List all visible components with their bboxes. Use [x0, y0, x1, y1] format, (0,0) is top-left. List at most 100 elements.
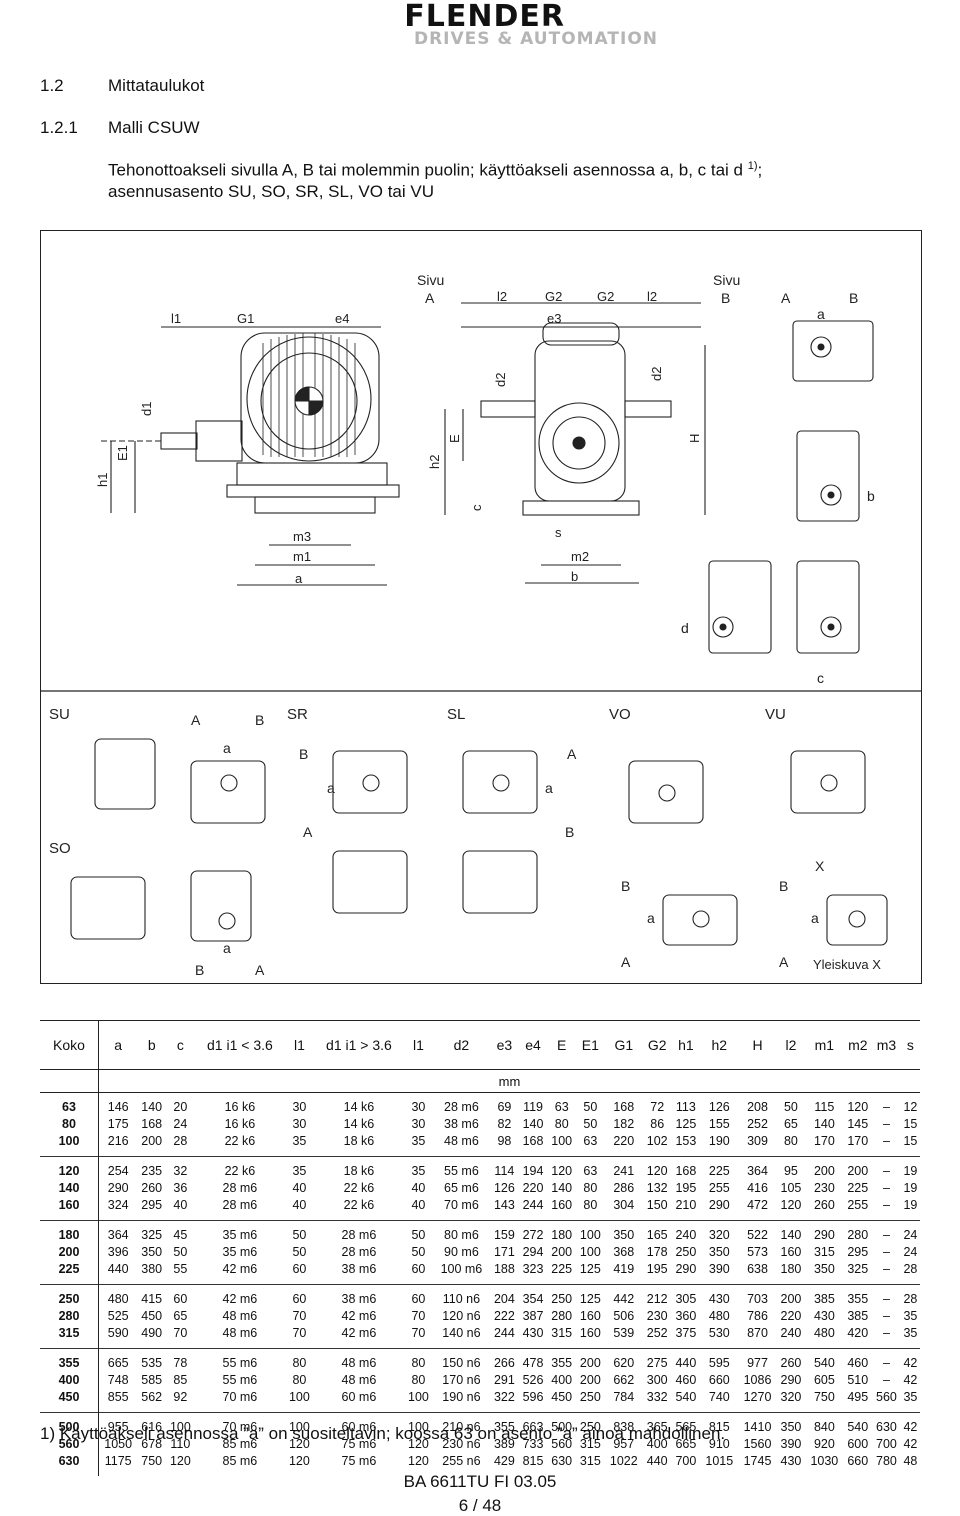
table-cell: 95 — [776, 1156, 806, 1180]
table-cell: 910 — [708, 1437, 730, 1451]
table-cell: 42 — [900, 1348, 920, 1372]
table-cell: 419 — [613, 1262, 635, 1276]
table-cell: 200 — [776, 1284, 806, 1308]
col-d1-high: d1 i1 > 3.6 — [313, 1020, 405, 1070]
svg-text:A: A — [425, 290, 435, 306]
table-cell: 295 — [141, 1198, 163, 1212]
table-cell: 120 n6 — [442, 1309, 481, 1323]
table-cell: 120 — [408, 1454, 429, 1468]
table-cell: 178 — [646, 1245, 668, 1259]
table-cell: 590 — [107, 1326, 129, 1340]
table-cell: 160 — [579, 1326, 601, 1340]
table-cell: 100 — [576, 1220, 605, 1244]
mount-vu: VU — [765, 706, 786, 723]
table-cell: 18 k6 — [343, 1134, 375, 1148]
table-cell: 170 — [847, 1134, 869, 1148]
size-cell: 500 — [40, 1412, 99, 1436]
table-cell: 30 — [292, 1100, 307, 1114]
table-cell: 665 — [98, 1348, 138, 1372]
svg-text:b: b — [571, 569, 578, 584]
size-cell: 200 — [40, 1244, 99, 1261]
table-cell: 560 — [551, 1437, 573, 1451]
table-cell: 510 — [847, 1373, 869, 1387]
table-cell: 387 — [522, 1309, 544, 1323]
table-cell: 28 m6 — [444, 1100, 479, 1114]
table-cell: 55 m6 — [432, 1156, 491, 1180]
table-cell: 140 — [141, 1100, 163, 1114]
table-cell: 212 — [642, 1284, 672, 1308]
table-cell: 325 — [137, 1220, 167, 1244]
table-cell: 700 — [876, 1437, 897, 1451]
table-cell: 957 — [613, 1437, 635, 1451]
section-number: 1.2 — [40, 76, 64, 95]
svg-text:B: B — [849, 290, 858, 306]
intro-line2: asennusasento SU, SO, SR, SL, VO tai VU — [108, 181, 434, 201]
svg-text:e3: e3 — [547, 311, 561, 326]
table-cell: 304 — [613, 1198, 635, 1212]
table-cell: 250 — [675, 1245, 697, 1259]
table-cell: 14 k6 — [343, 1100, 375, 1114]
size-cell: 450 — [40, 1389, 99, 1413]
table-cell: 140 — [813, 1117, 835, 1131]
col-s: s — [900, 1020, 920, 1070]
table-cell: 170 — [813, 1134, 835, 1148]
table-cell: 40 — [411, 1181, 426, 1195]
table-cell: 194 — [518, 1156, 548, 1180]
svg-text:m1: m1 — [293, 549, 311, 564]
table-cell: – — [882, 1262, 890, 1276]
col-m1: m1 — [805, 1020, 844, 1070]
table-cell: 295 — [847, 1245, 869, 1259]
table-cell: 45 — [166, 1220, 195, 1244]
table-cell: 120 — [288, 1437, 310, 1451]
table-cell: 385 — [847, 1309, 869, 1323]
table-cell: 140 — [551, 1181, 573, 1195]
table-cell: 35 — [285, 1156, 314, 1180]
table-cell: 220 — [522, 1181, 544, 1195]
table-cell: 65 m6 — [444, 1181, 479, 1195]
size-cell: 100 — [40, 1133, 99, 1157]
table-cell: 35 — [903, 1326, 918, 1340]
table-cell: 525 — [107, 1309, 129, 1323]
table-cell: 396 — [107, 1245, 129, 1259]
table-cell: 30 — [292, 1117, 307, 1131]
table-cell: 165 — [642, 1220, 672, 1244]
table-cell: 63 — [554, 1100, 569, 1114]
table-cell: 786 — [747, 1309, 768, 1323]
table-cell: 450 — [551, 1390, 573, 1404]
table-cell: 241 — [604, 1156, 643, 1180]
svg-text:d1: d1 — [139, 402, 154, 416]
table-cell: 70 — [292, 1309, 307, 1323]
table-cell: 630 — [551, 1454, 573, 1468]
svg-text:E1: E1 — [115, 445, 130, 461]
table-cell: 50 — [411, 1245, 426, 1259]
mount-sl: SL — [447, 706, 465, 723]
table-cell: 105 — [780, 1181, 802, 1195]
table-cell: 244 — [493, 1326, 515, 1340]
table-cell: 80 — [583, 1181, 598, 1195]
table-cell: 480 — [813, 1326, 835, 1340]
table-cell: 50 — [404, 1220, 433, 1244]
table-cell: 140 — [522, 1117, 544, 1131]
svg-text:h2: h2 — [427, 455, 442, 469]
table-cell: 22 k6 — [343, 1181, 375, 1195]
table-cell: 660 — [708, 1373, 730, 1387]
table-cell: 540 — [805, 1348, 844, 1372]
svg-text:a: a — [295, 571, 303, 586]
col-d2: d2 — [432, 1020, 491, 1070]
table-cell: 100 — [404, 1412, 433, 1436]
table-cell: 740 — [708, 1390, 730, 1404]
table-cell: 28 m6 — [222, 1181, 258, 1195]
svg-text:A: A — [781, 290, 791, 306]
table-cell: 190 n6 — [442, 1390, 481, 1404]
svg-text:a: a — [647, 910, 655, 926]
table-cell: 60 — [292, 1262, 307, 1276]
drawing-svg: l1 G1 e4 d1 E1 h1 m3 m1 a — [41, 272, 921, 978]
svg-text:A: A — [255, 962, 265, 978]
table-cell: 1175 — [104, 1454, 132, 1468]
table-cell: 100 m6 — [440, 1262, 483, 1276]
